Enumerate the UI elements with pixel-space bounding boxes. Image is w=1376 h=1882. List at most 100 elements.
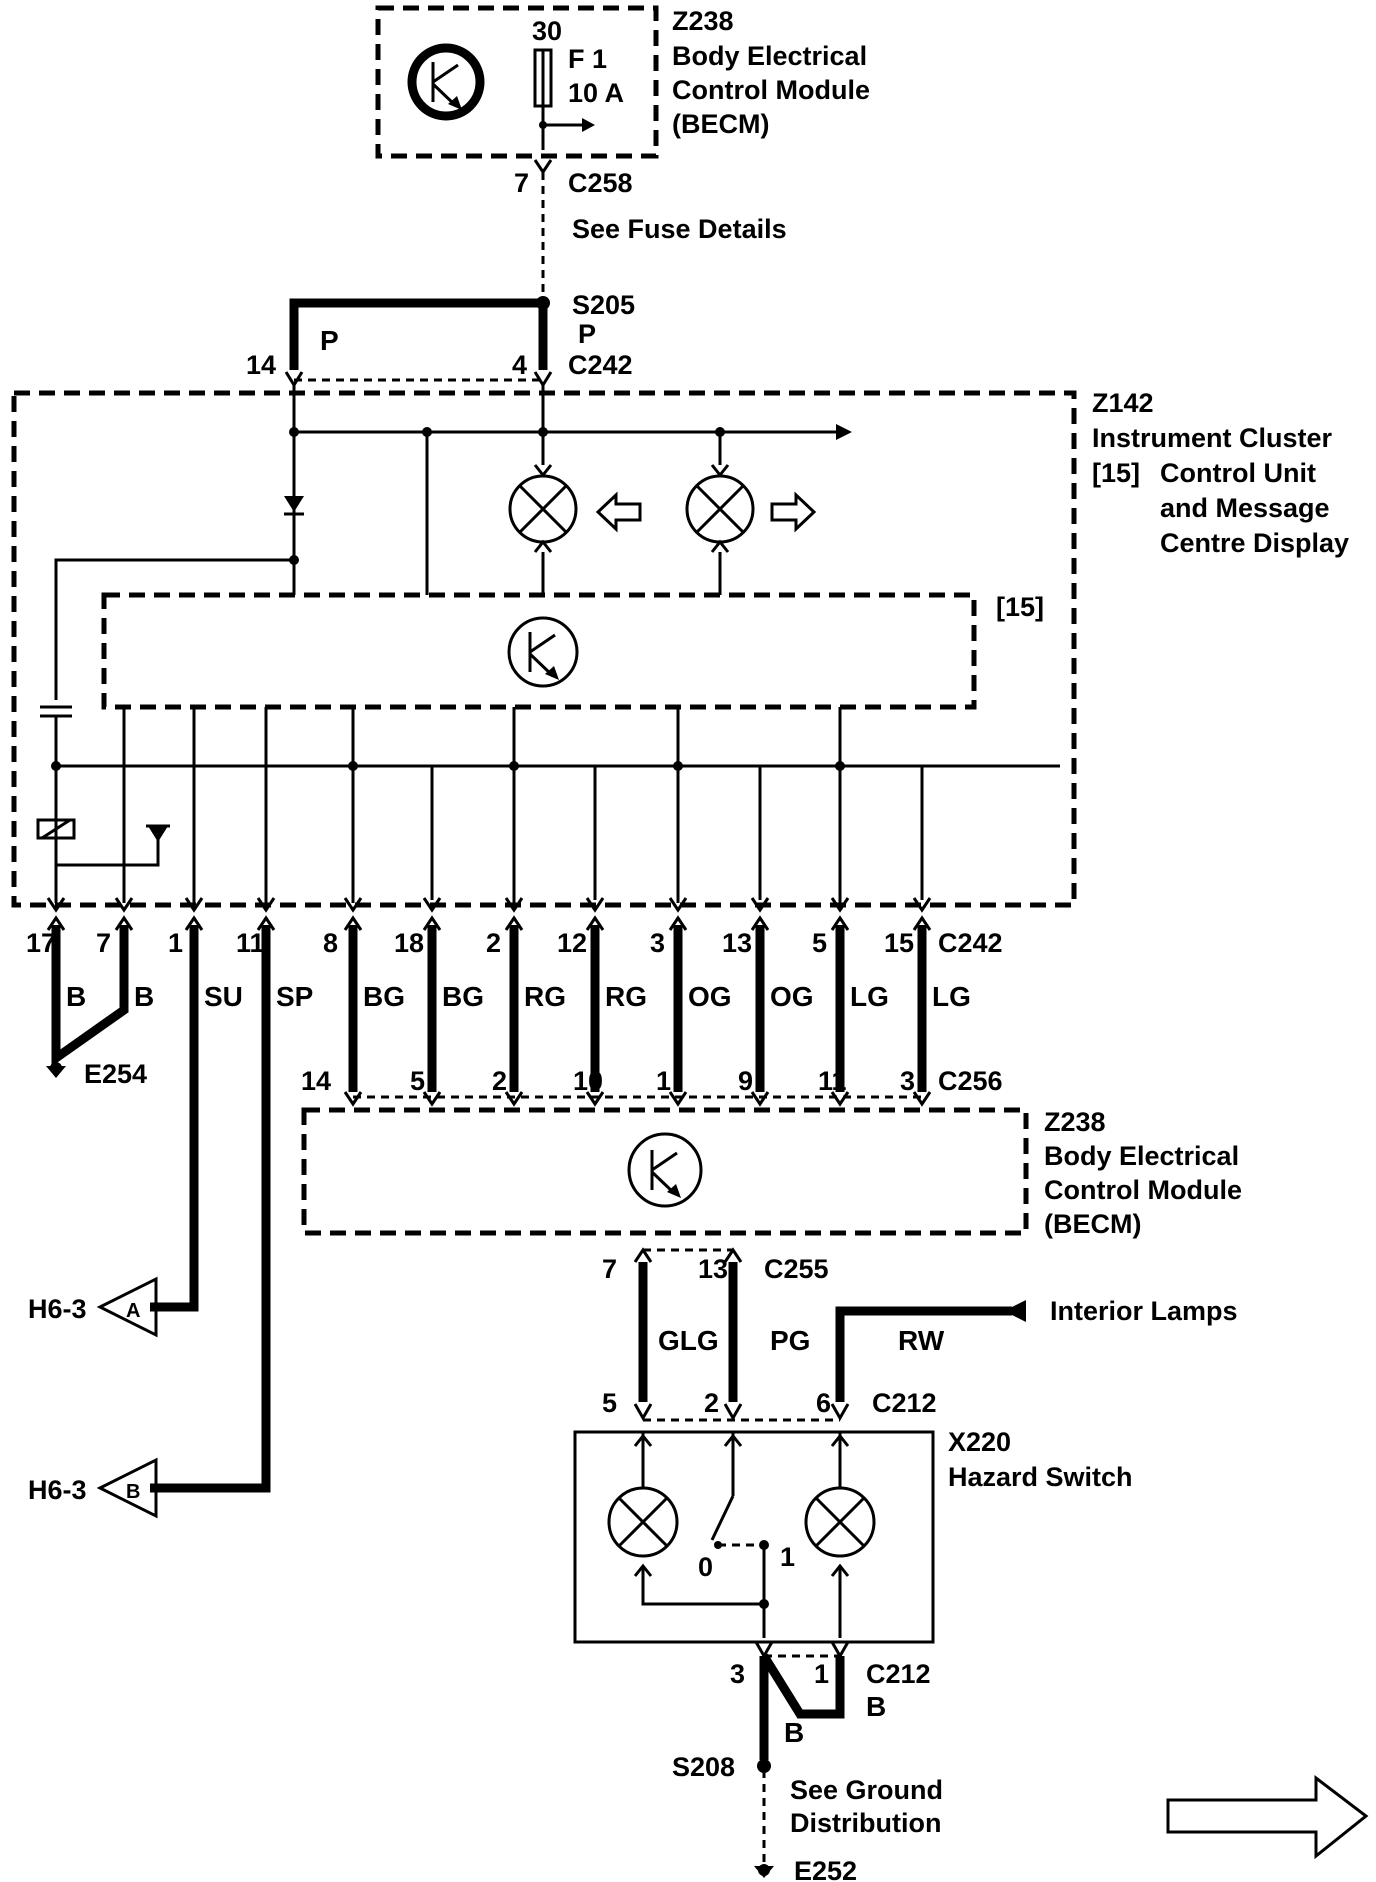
c242-pin-fork bbox=[184, 915, 204, 931]
c256-pin-number: 14 bbox=[301, 1066, 331, 1096]
c256-label: C256 bbox=[938, 1066, 1003, 1096]
ground-e254: E254 bbox=[46, 925, 147, 1089]
becm-top-id: Z238 bbox=[672, 6, 734, 36]
switch-icon bbox=[710, 1495, 769, 1638]
c242-pin-fork bbox=[830, 915, 850, 931]
cluster-name-4: Centre Display bbox=[1160, 528, 1349, 558]
c242-wire-color: B bbox=[66, 981, 86, 1012]
lamp-left-icon bbox=[607, 1448, 764, 1606]
c256-pin-fork bbox=[585, 1091, 605, 1107]
c242-top-label: C242 bbox=[568, 350, 633, 380]
c212-bottom-wire-right: B bbox=[866, 1691, 886, 1722]
becm-mid-name-1: Body Electrical bbox=[1044, 1141, 1239, 1171]
c242-pin-number: 5 bbox=[812, 928, 827, 958]
c242-pin-number: 7 bbox=[96, 928, 111, 958]
c242-pin-fork bbox=[422, 915, 442, 931]
c256-pin-fork bbox=[668, 1091, 688, 1107]
c212-bottom-pin-2: 1 bbox=[814, 1659, 829, 1689]
c256-pin-number: 2 bbox=[492, 1066, 507, 1096]
offpage-a-letter: A bbox=[126, 1300, 140, 1322]
connector-c242-bottom: 17B7B1SU11SP8BG18BG2RG12RG3OG13OG5LG15LG… bbox=[26, 897, 1003, 1012]
c242-pin-arrow bbox=[830, 897, 850, 913]
lamp-left-indicator-icon bbox=[508, 464, 578, 595]
connector-c258: 7 C258 See Fuse Details bbox=[514, 159, 787, 244]
arrow-right-icon bbox=[770, 491, 817, 533]
transistor-icon bbox=[407, 43, 485, 121]
c242-pin-arrow bbox=[46, 897, 66, 913]
interior-lamps-arrow-icon bbox=[1004, 1300, 1026, 1322]
feed-wire-color: P bbox=[320, 325, 339, 356]
c242-pin-arrow bbox=[750, 897, 770, 913]
wire-rw-label: RW bbox=[898, 1325, 945, 1356]
c242-pin-fork bbox=[912, 915, 932, 931]
c242-pin-fork bbox=[343, 915, 363, 931]
c212-top-pin-2: 2 bbox=[704, 1388, 719, 1418]
relay-coil-icon bbox=[36, 818, 76, 840]
connector-c212-bottom: 3 1 C212 B B bbox=[730, 1641, 931, 1760]
c242-wire-color: OG bbox=[688, 981, 732, 1012]
c255-label: C255 bbox=[764, 1254, 829, 1284]
c242-wire-color: OG bbox=[770, 981, 814, 1012]
c212-bottom-pin-1: 3 bbox=[730, 1659, 745, 1689]
becm-top-name-1: Body Electrical bbox=[672, 41, 867, 71]
fuse-details-note: See Fuse Details bbox=[572, 214, 787, 244]
lamp-right-icon bbox=[804, 1448, 876, 1638]
c242-wire-color: RG bbox=[605, 981, 647, 1012]
speaker-icon bbox=[146, 824, 170, 842]
c242-pin-number: 17 bbox=[26, 928, 56, 958]
c242-pin-number: 8 bbox=[323, 928, 338, 958]
offpage-a-ref: H6-3 bbox=[28, 1294, 87, 1324]
offpage-connector-a: A H6-3 bbox=[28, 1276, 158, 1338]
c256-pin-number: 10 bbox=[573, 1066, 603, 1096]
c242-pin-arrow bbox=[184, 897, 204, 913]
fuse-name: F 1 bbox=[568, 44, 607, 74]
splice-s205-wire: P bbox=[578, 319, 596, 349]
offpage-connector-b: B H6-3 bbox=[28, 1457, 158, 1519]
c242-pin-number: 15 bbox=[884, 928, 914, 958]
ground-e254-label: E254 bbox=[84, 1059, 147, 1089]
c242-pin-number: 1 bbox=[168, 928, 183, 958]
splice-s208-label: S208 bbox=[672, 1752, 735, 1782]
cluster-name-3: and Message bbox=[1160, 493, 1330, 523]
c258-label: C258 bbox=[568, 168, 633, 198]
connector-c212-top: 5 2 6 C212 bbox=[602, 1388, 937, 1422]
arrow-left-icon bbox=[595, 491, 642, 533]
diode-icon bbox=[284, 496, 304, 516]
c212-bottom-wire-left: B bbox=[784, 1717, 804, 1748]
c242-pin-fork bbox=[256, 915, 276, 931]
becm-top-name-3: (BECM) bbox=[672, 109, 769, 139]
ground-note-2: Distribution bbox=[790, 1808, 941, 1838]
becm-top-name-2: Control Module bbox=[672, 75, 870, 105]
c258-pin: 7 bbox=[514, 168, 529, 198]
c242-wire-color: B bbox=[134, 981, 154, 1012]
c242-pin-fork bbox=[504, 915, 524, 931]
c242-top-pin-left: 14 bbox=[246, 350, 276, 380]
c242-top-pin-right: 4 bbox=[512, 350, 527, 380]
next-page-arrow-icon[interactable] bbox=[1166, 1774, 1369, 1860]
splice-s205-label: S205 bbox=[572, 290, 635, 320]
c242-pin-arrow bbox=[668, 897, 688, 913]
cluster-name-1: Instrument Cluster bbox=[1092, 423, 1333, 453]
c255-pin-2: 13 bbox=[698, 1254, 728, 1284]
hazard-id: X220 bbox=[948, 1427, 1011, 1457]
c242-wire-color: LG bbox=[932, 981, 971, 1012]
c242-pin-fork bbox=[585, 915, 605, 931]
c242-pin-number: 12 bbox=[557, 928, 587, 958]
c212-bottom-label: C212 bbox=[866, 1659, 931, 1689]
c255-pin-1: 7 bbox=[602, 1254, 617, 1284]
connector-c255: 7 13 C255 bbox=[602, 1247, 829, 1284]
wire-pg-label: PG bbox=[770, 1325, 810, 1356]
becm-mid-id: Z238 bbox=[1044, 1107, 1106, 1137]
feed-branch-wire bbox=[289, 298, 543, 370]
c242-wire-color: RG bbox=[524, 981, 566, 1012]
c256-pin-number: 11 bbox=[818, 1066, 847, 1096]
ground-e252-label: E252 bbox=[794, 1856, 857, 1882]
ground-note-1: See Ground bbox=[790, 1775, 943, 1805]
c256-pin-number: 5 bbox=[410, 1066, 425, 1096]
c242-bottom-label: C242 bbox=[938, 928, 1003, 958]
fuse-rating: 10 A bbox=[568, 78, 624, 108]
c242-pin-arrow bbox=[912, 897, 932, 913]
switch-on-label: 1 bbox=[780, 1542, 795, 1572]
c242-pin-arrow bbox=[256, 897, 276, 913]
